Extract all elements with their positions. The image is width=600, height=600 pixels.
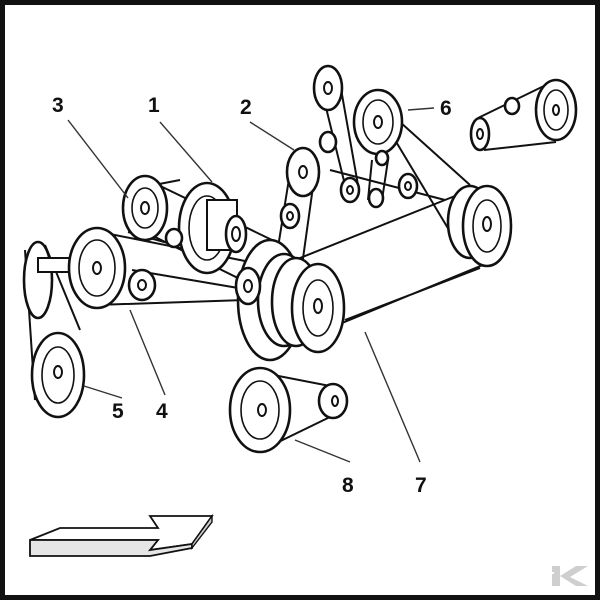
leader-4: [129, 309, 166, 396]
callout-6: 6: [440, 97, 452, 120]
pulley-6: [312, 64, 419, 209]
belt-7: [289, 189, 491, 329]
callout-7: 7: [415, 474, 427, 497]
leader-8: [294, 439, 351, 463]
pulley-4-large: [67, 226, 127, 310]
callout-8: 8: [342, 474, 354, 497]
direction-arrow-icon: [29, 513, 214, 557]
leader-1: [159, 121, 213, 183]
callout-4: 4: [156, 400, 168, 423]
leader-3: [67, 119, 129, 199]
callouts: 1 2 3 4 5 6 7 8: [52, 94, 452, 497]
leader-5: [83, 385, 123, 399]
callout-5: 5: [112, 400, 124, 423]
k-brand-logo-icon: [548, 566, 588, 586]
leader-lines: [67, 107, 435, 463]
pulley-5: [22, 240, 86, 419]
pulley-3: [121, 174, 169, 242]
pulley-1: [164, 181, 248, 275]
pulleys: [22, 64, 578, 454]
callout-1: 1: [148, 94, 160, 117]
pulley-2: [279, 146, 321, 230]
pulley-4-idler: [127, 268, 157, 302]
callout-2: 2: [240, 96, 252, 119]
callout-3: 3: [52, 94, 64, 117]
pulley-6-unit: [469, 78, 578, 152]
pulley-8: [228, 366, 349, 454]
leader-7: [364, 331, 421, 463]
pulley-centre-stack: [234, 238, 346, 362]
leader-6: [407, 107, 435, 111]
pulley-7-right: [446, 184, 513, 268]
leader-2: [249, 121, 295, 151]
